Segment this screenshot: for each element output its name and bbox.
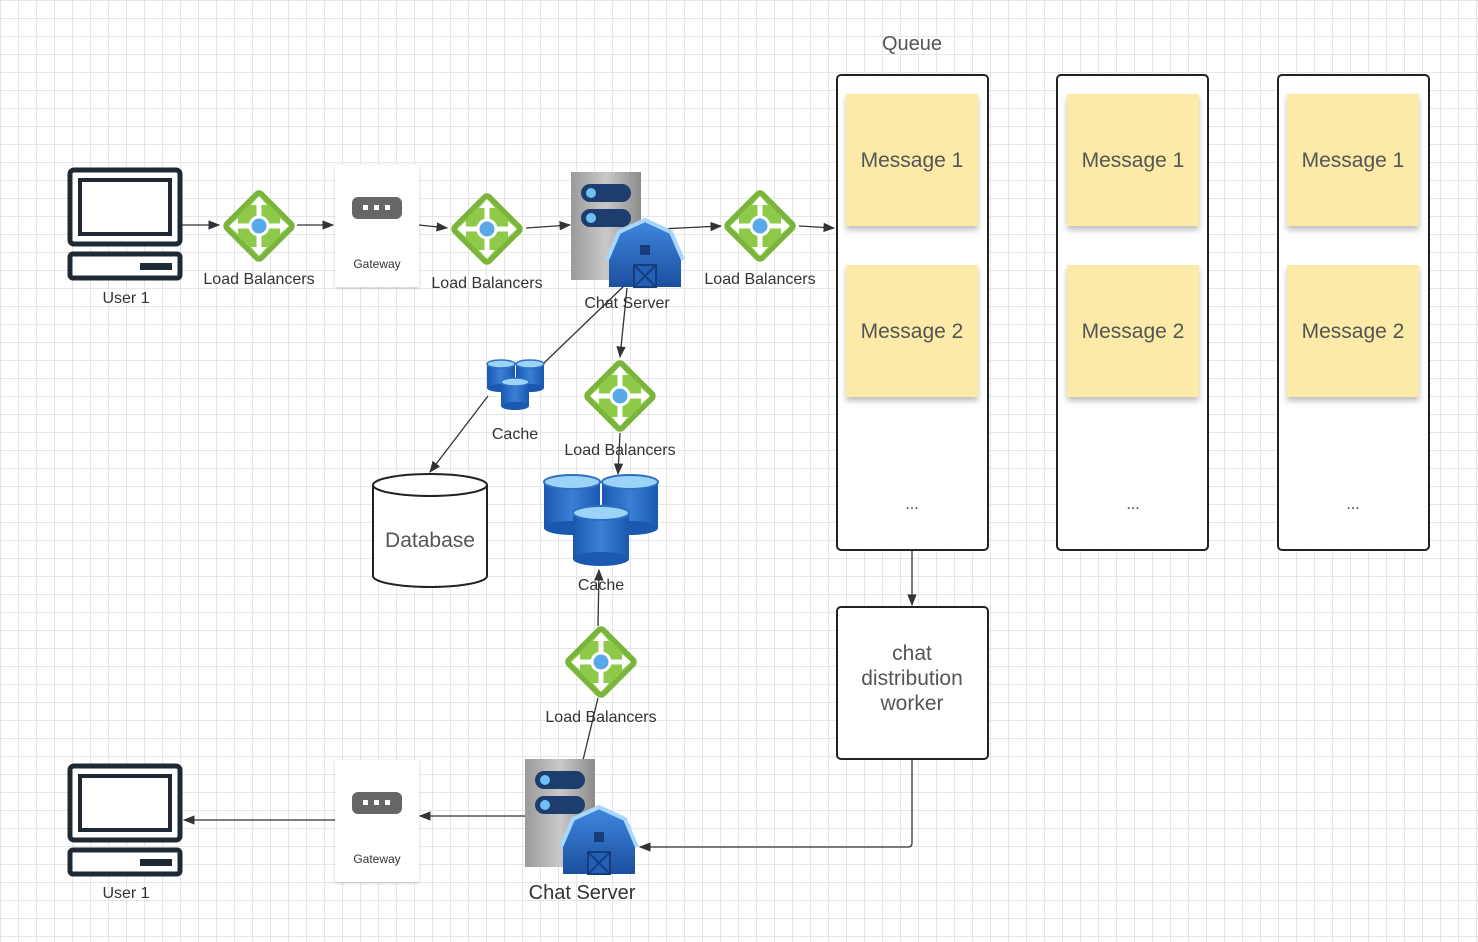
cache-icon xyxy=(543,474,659,567)
chat-server-bottom-label: Chat Server xyxy=(529,882,636,904)
load-balancer-icon xyxy=(221,188,297,264)
chat-distribution-worker: chat distribution worker xyxy=(836,606,989,760)
lb1-label: Load Balancers xyxy=(203,271,314,288)
load-balancer-2: Load Balancers xyxy=(431,191,543,292)
queue-ellipsis: ... xyxy=(905,496,918,513)
message-label: Message 2 xyxy=(861,320,964,343)
chat-server-bottom: Chat Server xyxy=(523,757,639,904)
user-top-label: User 1 xyxy=(102,290,149,307)
load-balancer-1: Load Balancers xyxy=(203,188,315,288)
load-balancer-icon xyxy=(563,624,639,700)
gateway-bottom-label: Gateway xyxy=(353,852,400,866)
lb3-label: Load Balancers xyxy=(704,271,815,288)
worker-label-line-1: chat xyxy=(892,642,932,665)
user-bottom: User 1 xyxy=(70,766,180,902)
computer-icon xyxy=(70,170,180,278)
connectors xyxy=(182,220,917,852)
queue-ellipsis: ... xyxy=(1346,496,1359,513)
lb4-label: Load Balancers xyxy=(564,442,675,459)
user-top: User 1 xyxy=(70,170,180,307)
database-label: Database xyxy=(385,529,475,552)
cache-icon xyxy=(486,359,545,411)
chat-server-icon xyxy=(523,757,639,876)
computer-icon xyxy=(70,766,180,874)
load-balancer-icon xyxy=(722,188,798,264)
message-label: Message 2 xyxy=(1302,320,1405,343)
queue-ellipsis: ... xyxy=(1126,496,1139,513)
gateway-top-label: Gateway xyxy=(353,257,400,271)
cache-large: Cache xyxy=(543,474,659,594)
sticky-note xyxy=(846,265,978,397)
gateway-bottom: Gateway xyxy=(335,760,419,882)
cache-small: Cache xyxy=(486,359,545,443)
message-label: Message 2 xyxy=(1082,320,1185,343)
lb5-label: Load Balancers xyxy=(545,709,656,726)
database: Database xyxy=(372,473,488,588)
message-label: Message 1 xyxy=(1302,149,1405,172)
load-balancer-icon xyxy=(582,358,658,434)
sticky-note xyxy=(1067,94,1199,226)
sticky-note xyxy=(1067,265,1199,397)
sticky-note xyxy=(846,94,978,226)
chat-server-top: Chat Server xyxy=(569,170,685,312)
worker-label-line-2: distribution xyxy=(861,667,963,690)
queue-title: Queue xyxy=(882,33,942,55)
load-balancer-3: Load Balancers xyxy=(704,188,816,288)
message-label: Message 1 xyxy=(861,149,964,172)
message-label: Message 1 xyxy=(1082,149,1185,172)
lb2-label: Load Balancers xyxy=(431,275,542,292)
load-balancer-5: Load Balancers xyxy=(545,624,657,726)
queue-column-2: Message 1 Message 2 ... xyxy=(1056,74,1209,551)
sticky-note xyxy=(1287,94,1419,226)
chat-server-icon xyxy=(569,170,685,289)
queue-column-1: Message 1 Message 2 ... xyxy=(836,74,989,551)
load-balancer-icon xyxy=(449,191,525,267)
user-bottom-label: User 1 xyxy=(102,885,149,902)
cache-small-label: Cache xyxy=(492,426,538,443)
queue-column-3: Message 1 Message 2 ... xyxy=(1277,74,1430,551)
sticky-note xyxy=(1287,265,1419,397)
cache-large-label: Cache xyxy=(578,577,624,594)
chat-server-top-label: Chat Server xyxy=(584,295,670,312)
gateway-top: Gateway xyxy=(335,165,419,287)
worker-label-line-3: worker xyxy=(879,692,943,715)
load-balancer-4: Load Balancers xyxy=(564,358,676,459)
